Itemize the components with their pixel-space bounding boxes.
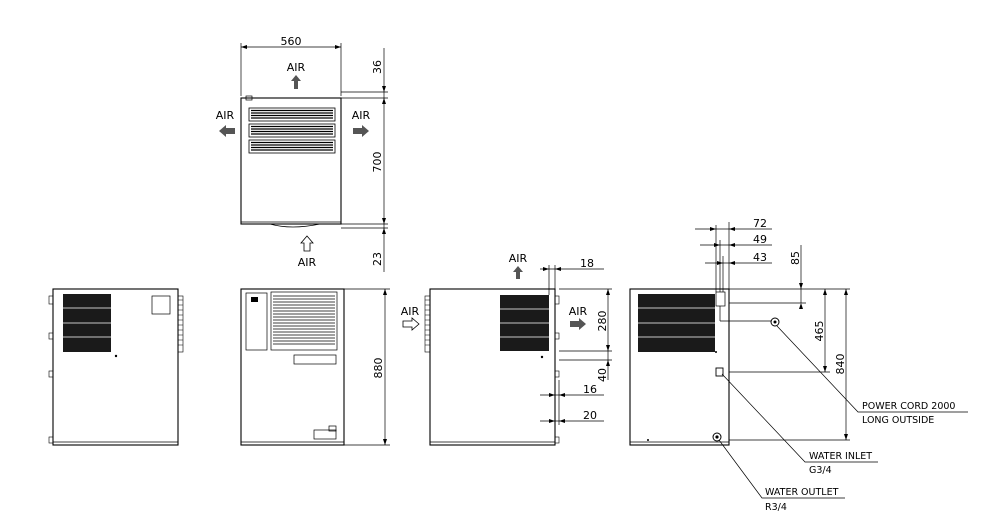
dim-top-width: 560	[281, 35, 302, 48]
svg-text:AIR: AIR	[298, 256, 317, 269]
view-front-grille	[270, 291, 338, 351]
dim-conn-465: 465	[813, 321, 826, 342]
view-front-body	[240, 288, 345, 446]
top-view-body	[240, 97, 342, 225]
svg-text:AIR: AIR	[287, 61, 306, 74]
dim-foot-16: 16	[583, 383, 597, 396]
dim-side-offset: 18	[580, 257, 594, 270]
view-front: 880	[240, 288, 390, 446]
air-arrow-up-bottom: AIR	[298, 235, 317, 269]
dim-top-gap: 36	[371, 60, 384, 74]
air-arrow-up-top: AIR	[287, 61, 306, 89]
svg-text:AIR: AIR	[569, 305, 588, 318]
dim-foot-20: 20	[583, 409, 597, 422]
leader-water-inlet	[721, 373, 878, 463]
svg-text:AIR: AIR	[216, 109, 235, 122]
power-cord-box	[715, 291, 726, 307]
leader-power-cord	[776, 325, 968, 413]
svg-text:AIR: AIR	[352, 109, 371, 122]
view-left-panel	[151, 295, 171, 315]
label-water-outlet-1: WATER OUTLET	[765, 487, 839, 498]
top-view-louvers	[248, 107, 336, 154]
dim-conn-85: 85	[789, 251, 802, 265]
top-view-base-curve	[269, 223, 321, 228]
dim-top-depth: 700	[371, 152, 384, 173]
top-view-tab	[245, 95, 253, 101]
view-rear: 72 49 43 85 465 840 POWER CORD 2000 LONG…	[629, 217, 968, 513]
air-arrow-in-side: AIR	[401, 305, 420, 331]
dim-conn-840: 840	[834, 354, 847, 375]
dim-vent-height: 280	[596, 311, 609, 332]
leader-water-outlet	[718, 439, 845, 499]
label-power-cord-1: POWER CORD 2000	[862, 401, 955, 412]
label-water-outlet-2: R3/4	[765, 502, 787, 513]
air-arrow-out-side: AIR	[569, 305, 588, 330]
air-arrow-left-top: AIR	[216, 109, 235, 137]
dim-vent-bottom: 40	[596, 368, 609, 382]
label-water-inlet-1: WATER INLET	[809, 451, 872, 462]
view-side-air: AIR AIR AIR 18 280 40 16 20	[401, 252, 612, 446]
svg-text:AIR: AIR	[509, 252, 528, 265]
air-arrow-right-top: AIR	[352, 109, 371, 137]
dim-conn-72: 72	[753, 217, 767, 230]
dim-bottom-gap: 23	[371, 252, 384, 266]
view-front-side-panel	[245, 292, 268, 351]
view-front-bottom-panel	[313, 429, 337, 440]
label-water-inlet-2: G3/4	[809, 465, 832, 476]
view-front-label-plate	[293, 354, 337, 365]
air-arrow-up-side: AIR	[509, 252, 528, 279]
dim-height: 880	[372, 358, 385, 379]
dim-conn-49: 49	[753, 233, 767, 246]
view-left-side	[48, 288, 184, 446]
dim-conn-43: 43	[753, 251, 767, 264]
svg-text:AIR: AIR	[401, 305, 420, 318]
label-power-cord-2: LONG OUTSIDE	[862, 415, 934, 426]
water-inlet-fitting	[715, 367, 724, 377]
top-view: 560 36 700 23 AIR AIR AIR AIR	[216, 35, 388, 272]
